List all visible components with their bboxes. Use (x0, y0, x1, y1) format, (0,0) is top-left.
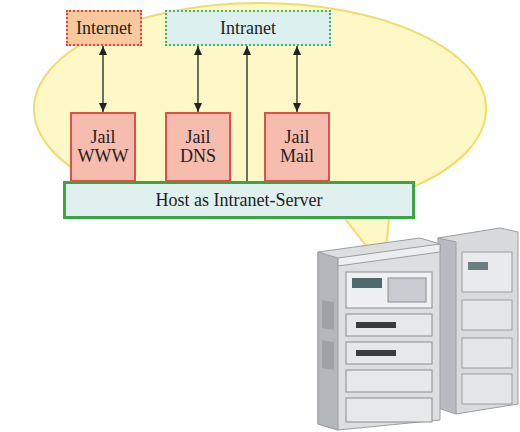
jail-box: Jail DNS (165, 112, 231, 182)
arrow-connector (296, 46, 297, 112)
arrow-connector (246, 46, 247, 181)
node-label: Internet (76, 19, 132, 38)
node-label: Host as Intranet-Server (156, 191, 323, 210)
intranet-box: Intranet (165, 10, 331, 46)
arrow-connector (102, 46, 103, 112)
node-label: Jail WWW (78, 128, 129, 166)
jail-box: Jail WWW (70, 112, 136, 182)
arrow-connector (197, 46, 198, 112)
jail-box: Jail Mail (264, 112, 330, 182)
server-illustration (318, 228, 518, 430)
host-box: Host as Intranet-Server (63, 181, 415, 219)
node-label: Intranet (220, 19, 276, 38)
node-label: Jail DNS (180, 128, 216, 166)
internet-box: Internet (66, 10, 142, 46)
node-label: Jail Mail (280, 128, 314, 166)
